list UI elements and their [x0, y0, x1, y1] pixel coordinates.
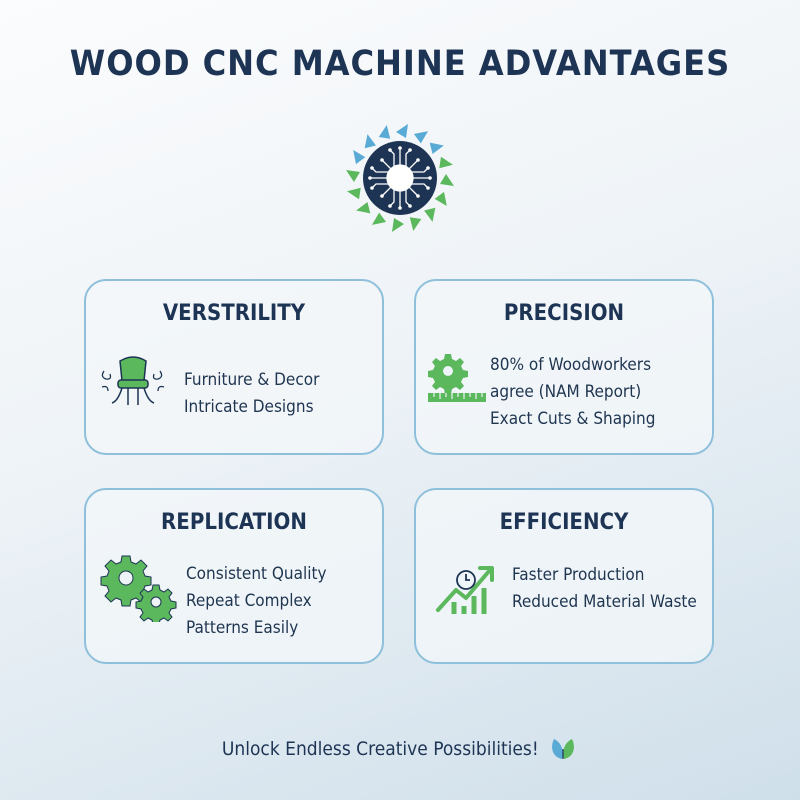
- blade-tooth: [429, 142, 444, 154]
- card-line: Repeat Complex: [186, 591, 312, 611]
- blade-tooth: [371, 212, 387, 225]
- blade-tooth: [413, 131, 429, 144]
- card-line: Faster Production: [512, 565, 645, 585]
- blade-tooth: [346, 170, 360, 182]
- page-title: WOOD CNC MACHINE ADVANTAGES: [69, 44, 731, 84]
- blade-tooth: [409, 217, 422, 231]
- card-title: EFFICIENCY: [499, 510, 629, 535]
- blade-tooth: [434, 191, 447, 207]
- cnc-blade-logo-icon: [346, 124, 454, 232]
- blade-tooth: [396, 124, 408, 138]
- blade-tooth: [424, 207, 436, 222]
- growth-chart-icon: [436, 566, 494, 614]
- blade-tooth: [353, 149, 366, 165]
- blade-tooth: [356, 202, 371, 214]
- gears-icon: [100, 555, 177, 622]
- blade-tooth: [347, 187, 361, 200]
- leaves-icon: [552, 739, 575, 759]
- blade-tooth: [392, 218, 404, 232]
- card-line: Exact Cuts & Shaping: [490, 409, 656, 429]
- footer-text: Unlock Endless Creative Possibilities!: [221, 738, 539, 760]
- card-title: REPLICATION: [161, 510, 307, 535]
- card-line: agree (NAM Report): [490, 382, 642, 402]
- footer-tagline: Unlock Endless Creative Possibilities!: [0, 735, 800, 761]
- card-line: Furniture & Decor: [184, 370, 320, 390]
- card-line: Patterns Easily: [186, 618, 299, 638]
- blade-tooth: [364, 134, 376, 149]
- card-versatility: VERSTRILITY Furniture & Decor Intricate …: [84, 279, 384, 455]
- card-line: 80% of Woodworkers: [490, 355, 652, 375]
- card-line: Consistent Quality: [186, 564, 327, 584]
- card-efficiency: EFFICIENCY Faster Production Reduced Mat…: [414, 488, 714, 664]
- card-replication: REPLICATION Consistent Quality Repeat Co…: [84, 488, 384, 664]
- chair-icon: [101, 356, 165, 405]
- card-line: Intricate Designs: [184, 397, 314, 417]
- blade-tooth: [378, 125, 391, 139]
- blade-tooth: [439, 156, 453, 169]
- card-precision: PRECISION 80% of Woodworkers agree (NAM …: [414, 279, 714, 455]
- card-title: VERSTRILITY: [162, 301, 306, 326]
- card-title: PRECISION: [503, 301, 625, 326]
- blade-tooth: [440, 174, 454, 186]
- gear-ruler-icon: [428, 354, 486, 402]
- card-line: Reduced Material Waste: [512, 592, 697, 612]
